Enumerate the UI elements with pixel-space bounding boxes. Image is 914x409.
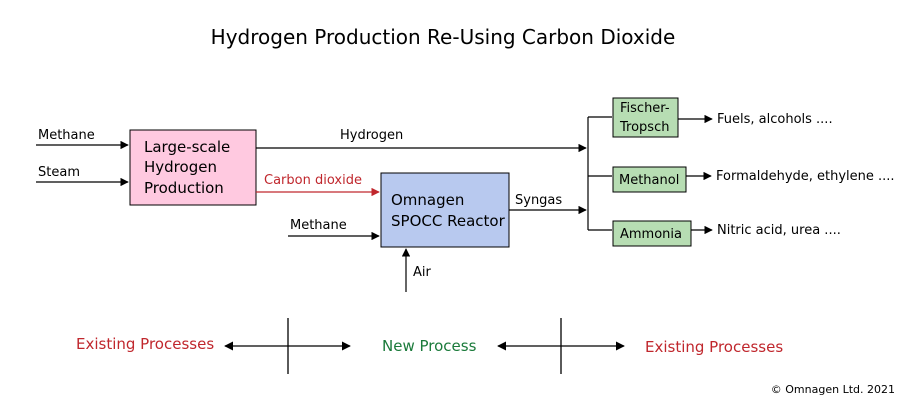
hydrogen-production-box [129,129,257,206]
methanol-box [612,166,687,193]
methane-input-label: Methane [38,128,95,143]
methanol-output-label: Formaldehyde, ethylene .... [716,169,895,184]
ammonia-box [612,220,692,247]
legend-new-process: New Process [382,337,477,355]
copyright-notice: © Omnagen Ltd. 2021 [771,383,895,396]
carbon-dioxide-flow-label: Carbon dioxide [264,173,362,188]
fischer-tropsch-output-label: Fuels, alcohols .... [717,112,833,127]
hydrogen-production-label-line-1: Large-scale [144,138,230,156]
hydrogen-production-label-line-3: Production [144,179,224,197]
fischer-tropsch-box [612,97,679,138]
methanol-label: Methanol [619,173,679,188]
ammonia-label: Ammonia [620,227,682,242]
spocc-reactor-label-line-1: Omnagen [391,191,464,209]
page-title: Hydrogen Production Re-Using Carbon Diox… [211,25,676,49]
reactor-methane-input-label: Methane [290,218,347,233]
hydrogen-flow-label: Hydrogen [340,128,403,143]
fischer-tropsch-label-line-1: Fischer- [620,101,670,116]
hydrogen-production-label-line-2: Hydrogen [144,158,217,176]
ammonia-output-label: Nitric acid, urea .... [717,223,841,238]
air-input-label: Air [413,265,432,280]
syngas-flow-label: Syngas [515,193,562,208]
steam-input-label: Steam [38,165,80,180]
fischer-tropsch-label-line-2: Tropsch [619,120,669,135]
legend-existing-processes-left: Existing Processes [76,335,214,353]
spocc-reactor-label-line-2: SPOCC Reactor [391,212,506,230]
spocc-reactor-box [380,172,510,248]
legend-existing-processes-right: Existing Processes [645,338,783,356]
